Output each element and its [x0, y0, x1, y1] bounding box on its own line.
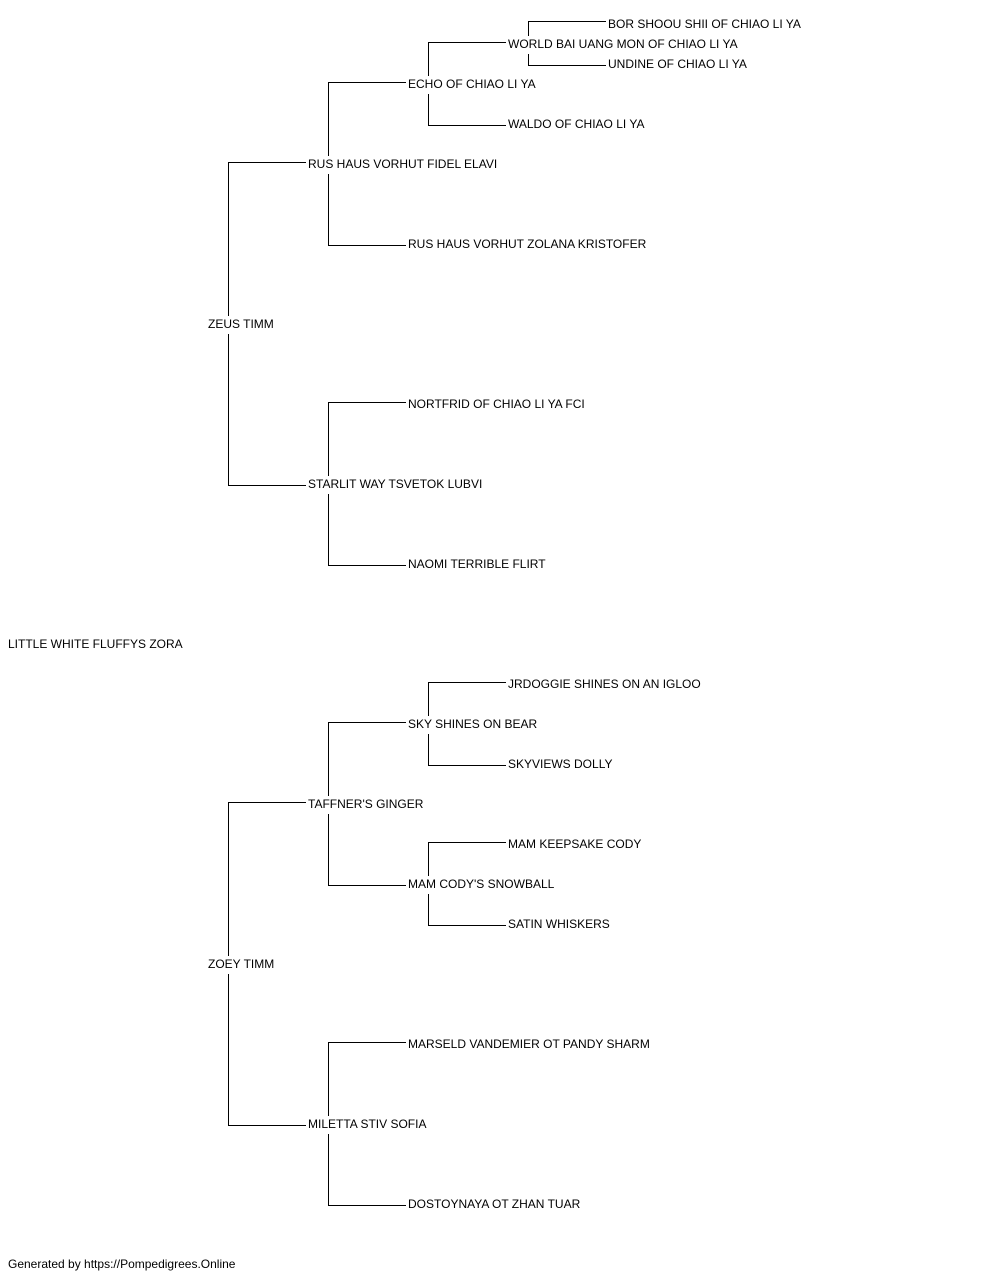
dam-sire-name: TAFFNER'S GINGER — [307, 797, 425, 811]
gen5-name: BOR SHOOU SHII OF CHIAO LI YA — [607, 17, 802, 31]
connector-echo-sire — [428, 42, 506, 76]
sire-sire-sire-name: ECHO OF CHIAO LI YA — [407, 77, 537, 91]
connector-world-sire — [528, 21, 606, 36]
connector-sky-sire — [428, 682, 506, 716]
sire-sire-name: RUS HAUS VORHUT FIDEL ELAVI — [307, 157, 499, 171]
gen4-name: SATIN WHISKERS — [507, 917, 611, 931]
connector-fidel-dam — [328, 174, 406, 246]
gen4-name: WORLD BAI UANG MON OF CHIAO LI YA — [507, 37, 739, 51]
connector-snowball-dam — [428, 894, 506, 926]
connector-taffner-dam — [328, 814, 406, 886]
connector-starlit-sire — [328, 402, 406, 476]
connector-sky-dam — [428, 734, 506, 766]
sire-dam-sire-name: NORTFRID OF CHIAO LI YA FCI — [407, 397, 586, 411]
gen4-name: SKYVIEWS DOLLY — [507, 757, 614, 771]
connector-echo-dam — [428, 94, 506, 126]
connector-miletta-sire — [328, 1042, 406, 1116]
connector-miletta-dam — [328, 1134, 406, 1206]
connector-zoey-sire — [228, 802, 306, 956]
dam-dam-name: MILETTA STIV SOFIA — [307, 1117, 428, 1131]
dam-dam-sire-name: MARSELD VANDEMIER OT PANDY SHARM — [407, 1037, 651, 1051]
sire-dam-dam-name: NAOMI TERRIBLE FLIRT — [407, 557, 547, 571]
dam-sire-sire-name: SKY SHINES ON BEAR — [407, 717, 539, 731]
connector-fidel-sire — [328, 82, 406, 156]
subject-name: LITTLE WHITE FLUFFYS ZORA — [7, 637, 184, 651]
connector-zeus-sire — [228, 162, 306, 316]
connector-zoey-dam — [228, 974, 306, 1126]
sire-sire-dam-name: RUS HAUS VORHUT ZOLANA KRISTOFER — [407, 237, 648, 251]
connector-zeus-dam — [228, 334, 306, 486]
gen5-name: UNDINE OF CHIAO LI YA — [607, 57, 748, 71]
generated-by-footer: Generated by https://Pompedigrees.Online — [8, 1257, 236, 1271]
sire-name: ZEUS TIMM — [207, 317, 275, 331]
dam-sire-dam-name: MAM CODY'S SNOWBALL — [407, 877, 556, 891]
gen4-name: MAM KEEPSAKE CODY — [507, 837, 643, 851]
connector-snowball-sire — [428, 842, 506, 876]
gen4-name: JRDOGGIE SHINES ON AN IGLOO — [507, 677, 702, 691]
connector-world-dam — [528, 54, 606, 66]
connector-taffner-sire — [328, 722, 406, 796]
sire-dam-name: STARLIT WAY TSVETOK LUBVI — [307, 477, 484, 491]
gen4-name: WALDO OF CHIAO LI YA — [507, 117, 646, 131]
connector-starlit-dam — [328, 494, 406, 566]
dam-dam-dam-name: DOSTOYNAYA OT ZHAN TUAR — [407, 1197, 582, 1211]
dam-name: ZOEY TIMM — [207, 957, 276, 971]
